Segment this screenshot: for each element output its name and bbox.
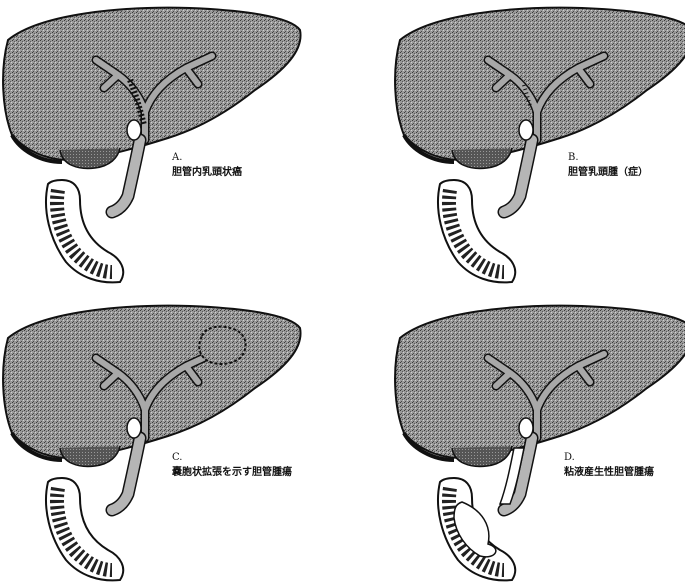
caption-text-a: 胆管内乳頭状癌 xyxy=(172,167,242,178)
liver-diagram-a xyxy=(0,0,300,286)
cystic-dilatation xyxy=(199,327,245,364)
caption-d: D. 粘液産生性胆管腫瘍 xyxy=(564,450,654,480)
label-b: B. xyxy=(568,150,648,165)
liver-diagram-d xyxy=(392,298,685,584)
caption-a: A. 胆管内乳頭状癌 xyxy=(172,150,242,180)
caption-text-b: 胆管乳頭腫（症） xyxy=(568,167,648,178)
label-d: D. xyxy=(564,450,654,465)
caption-c: C. 嚢胞状拡張を示す胆管腫瘍 xyxy=(172,450,292,480)
label-a: A. xyxy=(172,150,242,165)
liver-diagram-c xyxy=(0,298,300,584)
panel-a: A. 胆管内乳頭状癌 xyxy=(0,0,300,286)
panel-b: B. 胆管乳頭腫（症） xyxy=(392,0,685,286)
panel-d: D. 粘液産生性胆管腫瘍 xyxy=(392,298,685,584)
caption-text-d: 粘液産生性胆管腫瘍 xyxy=(564,467,654,478)
caption-text-c: 嚢胞状拡張を示す胆管腫瘍 xyxy=(172,467,292,478)
liver-diagram-b xyxy=(392,0,685,286)
label-c: C. xyxy=(172,450,292,465)
caption-b: B. 胆管乳頭腫（症） xyxy=(568,150,648,180)
panel-c: C. 嚢胞状拡張を示す胆管腫瘍 xyxy=(0,298,300,584)
